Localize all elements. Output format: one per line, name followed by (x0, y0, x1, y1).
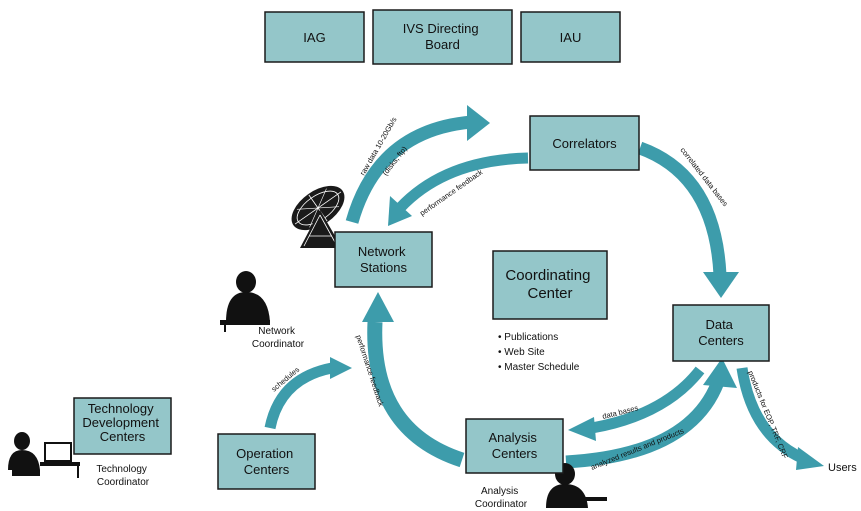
list-item: • Publications (498, 332, 558, 343)
analysis-centers-label: Analysis Centers (488, 430, 540, 461)
ivs-directing-board-box: IVS Directing Board (372, 9, 513, 65)
network-coordinator-icon (220, 271, 270, 332)
coordinating-center-list: • Publications • Web Site • Master Sched… (498, 332, 580, 373)
iag-box-label: IAG (303, 30, 325, 45)
coordinating-center-label: Coordinating Center (505, 267, 594, 302)
network-coordinator-label: Network Coordinator (252, 326, 305, 350)
network-stations-box: Network Stations (334, 231, 433, 288)
raw-data-arrow (345, 105, 490, 224)
correlators-label: Correlators (552, 136, 617, 151)
performance-feedback-top-arrow (388, 152, 529, 226)
technology-development-centers-label: Technology Development Centers (82, 401, 162, 444)
products-arrow (736, 367, 824, 470)
data-centers-label: Data Centers (698, 317, 744, 348)
operation-centers-label: Operation Centers (236, 446, 297, 477)
data-bases-arrow (568, 366, 705, 441)
analysis-centers-box: Analysis Centers (465, 418, 564, 474)
analysis-coordinator-label: Analysis Coordinator (475, 486, 528, 510)
users-label: Users (828, 462, 857, 474)
correlated-data-bases-arrow (637, 141, 739, 298)
technology-coordinator-icon (8, 432, 80, 478)
analyzed-results-arrow (565, 358, 737, 469)
ivs-directing-board-label: IVS Directing Board (403, 21, 483, 52)
technology-coordinator-label: Technology Coordinator (96, 464, 149, 488)
technology-development-centers-box: Technology Development Centers (73, 397, 172, 455)
network-stations-label: Network Stations (358, 244, 409, 275)
iau-box-label: IAU (560, 30, 582, 45)
list-item: • Master Schedule (498, 362, 580, 373)
analyzed-results-label: analyzed results and products (589, 426, 685, 472)
data-centers-box: Data Centers (672, 304, 770, 362)
schedules-arrow (264, 357, 352, 430)
performance-feedback-left-arrow (362, 292, 465, 468)
coordinating-center-box: Coordinating Center (492, 250, 608, 320)
list-item: • Web Site (498, 347, 545, 358)
iau-box: IAU (520, 11, 621, 63)
iag-box: IAG (264, 11, 365, 63)
correlators-box: Correlators (529, 115, 640, 171)
flow-arrows (264, 105, 824, 470)
radio-telescope-icon (291, 185, 345, 248)
operation-centers-box: Operation Centers (217, 433, 316, 490)
